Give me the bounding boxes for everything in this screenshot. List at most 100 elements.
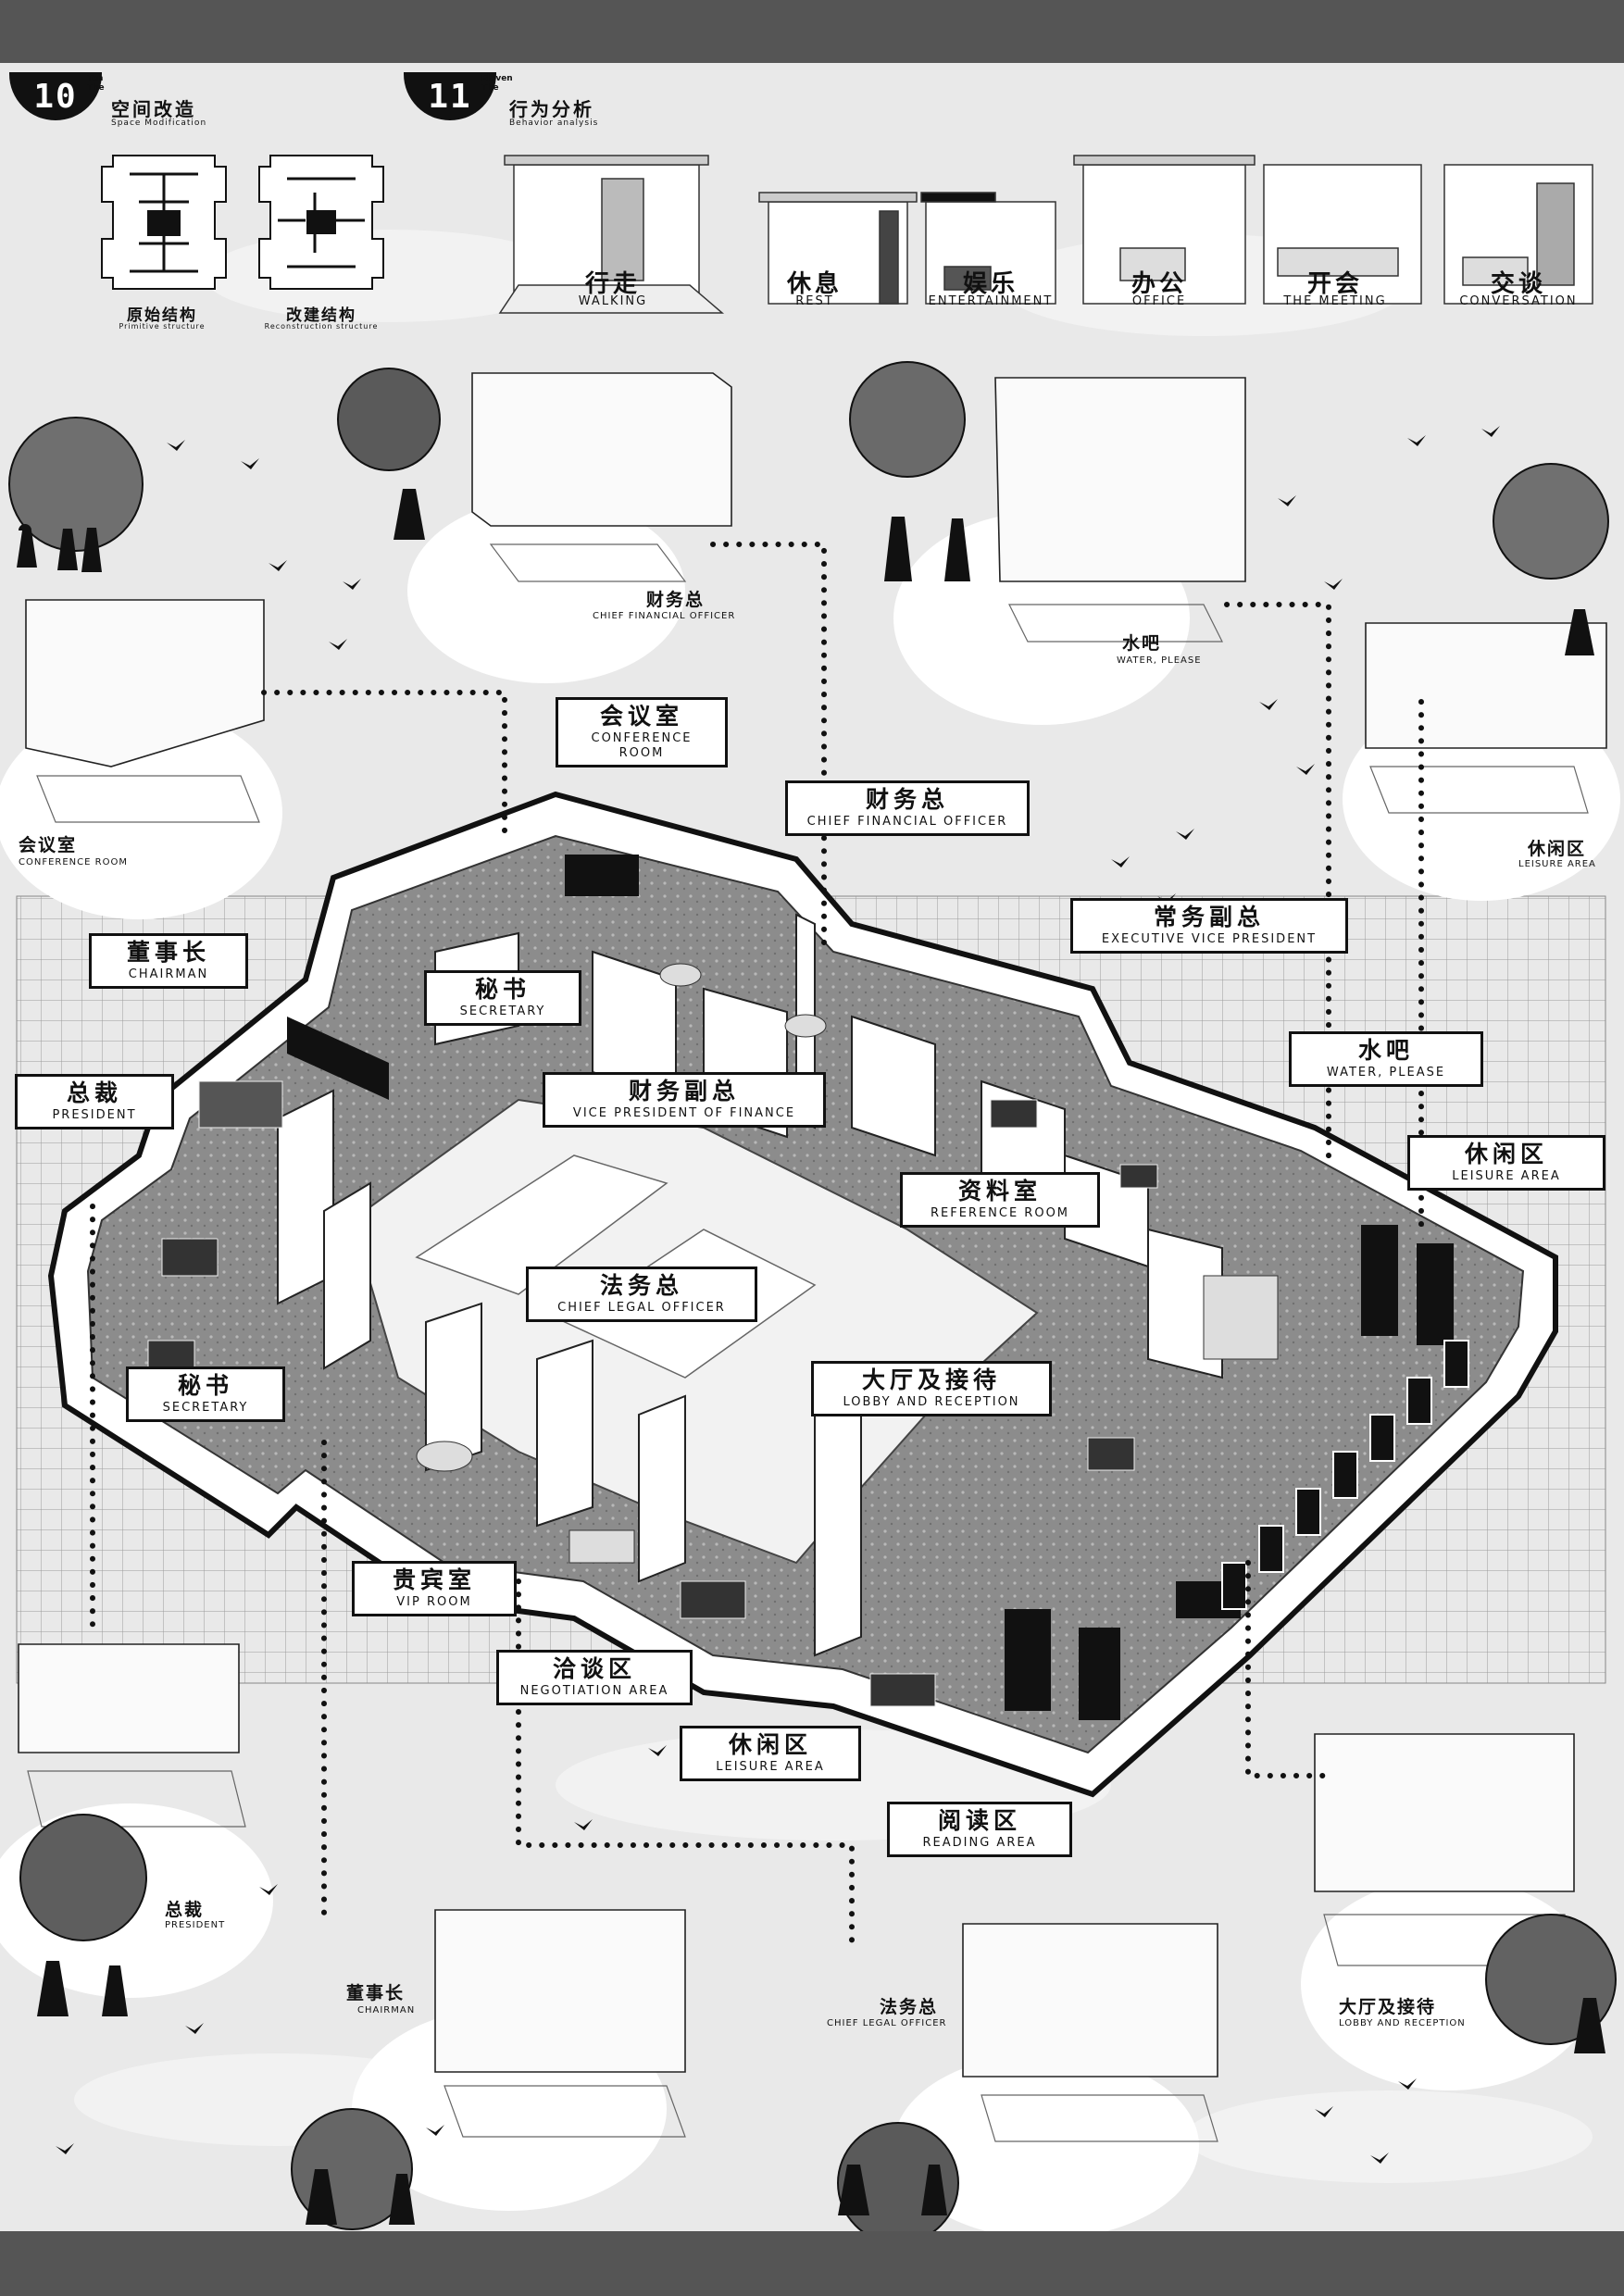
label-conference-room-cn: 会议室 bbox=[599, 703, 683, 730]
section-10-ordinal-top: Ten bbox=[87, 74, 104, 83]
label-president-cn: 总裁 bbox=[66, 1079, 122, 1106]
section-10-ordinal: Ten The bbox=[87, 74, 105, 93]
label-chief-legal-officer-cn: 法务总 bbox=[599, 1272, 683, 1299]
behavior-thumbnails bbox=[498, 155, 1593, 314]
label-water-bar: 水吧 WATER, PLEASE bbox=[1289, 1031, 1483, 1087]
label-chief-financial-officer-cn: 财务总 bbox=[865, 786, 949, 813]
vignette-lobby-subtitle: LOBBY AND RECEPTION bbox=[1339, 2018, 1466, 2028]
label-reference-room-cn: 资料室 bbox=[957, 1178, 1042, 1204]
dark-walls bbox=[287, 855, 1454, 1720]
original-structure-subtitle: Primitive structure bbox=[119, 322, 206, 331]
label-lobby-reception-en: LOBBY AND RECEPTION bbox=[843, 1395, 1020, 1409]
rebuilt-structure-subtitle: Reconstruction structure bbox=[264, 322, 379, 331]
label-lobby-reception: 大厅及接待 LOBBY AND RECEPTION bbox=[811, 1361, 1052, 1416]
behavior-office-subtitle: OFFICE bbox=[1131, 294, 1187, 308]
label-water-bar-en: WATER, PLEASE bbox=[1326, 1066, 1446, 1079]
label-leisure-area-bottom-cn: 休闲区 bbox=[728, 1731, 812, 1758]
section-11-title: 行为分析 bbox=[509, 98, 594, 120]
label-reading-area: 阅读区 READING AREA bbox=[887, 1802, 1072, 1857]
vignette-leisure-subtitle: LEISURE AREA bbox=[1518, 859, 1596, 869]
label-chief-legal-officer-en: CHIEF LEGAL OFFICER bbox=[557, 1301, 726, 1315]
label-secretary-left-en: SECRETARY bbox=[162, 1401, 249, 1415]
label-vip-room: 贵宾室 VIP ROOM bbox=[352, 1561, 517, 1616]
behavior-entertainment-subtitle: ENTERTAINMENT bbox=[928, 294, 1054, 308]
vignette-conference-title: 会议室 bbox=[19, 835, 78, 855]
label-secretary-top-en: SECRETARY bbox=[459, 1004, 546, 1018]
behavior-rest-title: 休息 bbox=[786, 270, 843, 298]
label-conference-room-en: CONFERENCE ROOM bbox=[591, 731, 693, 760]
label-negotiation-area-en: NEGOTIATION AREA bbox=[519, 1684, 669, 1698]
poster: 10 Ten The 空间改造 Space Modification 11 El… bbox=[0, 63, 1624, 2231]
label-negotiation-area-cn: 洽谈区 bbox=[552, 1655, 636, 1682]
label-secretary-left: 秘书 SECRETARY bbox=[126, 1366, 285, 1422]
vignette-water-title: 水吧 bbox=[1122, 633, 1162, 654]
behavior-meeting-title: 开会 bbox=[1306, 270, 1363, 298]
vignette-conference-subtitle: CONFERENCE ROOM bbox=[19, 857, 128, 867]
label-chief-legal-officer: 法务总 CHIEF LEGAL OFFICER bbox=[526, 1267, 757, 1322]
label-vice-president-finance: 财务副总 VICE PRESIDENT OF FINANCE bbox=[543, 1072, 826, 1128]
reconstruction-structure-plan bbox=[258, 155, 384, 290]
label-leisure-area-bottom: 休闲区 LEISURE AREA bbox=[680, 1726, 861, 1781]
label-vice-president-finance-en: VICE PRESIDENT OF FINANCE bbox=[572, 1106, 796, 1120]
label-chairman-cn: 董事长 bbox=[126, 939, 210, 966]
vignette-chairman-title: 董事长 bbox=[346, 1983, 406, 2003]
vignette-cfo-subtitle: CHIEF FINANCIAL OFFICER bbox=[593, 611, 736, 621]
label-leisure-area-right-cn: 休闲区 bbox=[1464, 1141, 1548, 1167]
section-10-ordinal-bottom: The bbox=[87, 83, 105, 93]
vignette-water-subtitle: WATER, PLEASE bbox=[1117, 655, 1202, 666]
label-executive-vice-president: 常务副总 EXECUTIVE VICE PRESIDENT bbox=[1070, 898, 1348, 954]
behavior-walking-subtitle: WALKING bbox=[578, 294, 648, 308]
section-11-subtitle: Behavior analysis bbox=[509, 119, 599, 128]
label-reference-room: 资料室 REFERENCE ROOM bbox=[900, 1172, 1100, 1228]
label-leisure-area-bottom-en: LEISURE AREA bbox=[716, 1760, 825, 1774]
behavior-meeting-subtitle: THE MEETING bbox=[1283, 294, 1387, 308]
label-lobby-reception-cn: 大厅及接待 bbox=[861, 1366, 1001, 1393]
vignette-president-title: 总裁 bbox=[165, 1900, 205, 1920]
label-vip-room-en: VIP ROOM bbox=[396, 1595, 472, 1609]
label-conference-room: 会议室 CONFERENCE ROOM bbox=[556, 697, 728, 767]
label-president: 总裁 PRESIDENT bbox=[15, 1074, 174, 1129]
diagram-graphics bbox=[0, 155, 1620, 2231]
behavior-office-title: 办公 bbox=[1131, 270, 1187, 298]
furniture bbox=[147, 963, 1279, 1707]
people-silhouettes bbox=[17, 489, 1605, 2225]
vignette-rooms bbox=[18, 372, 1607, 2078]
label-secretary-top: 秘书 SECRETARY bbox=[424, 970, 581, 1026]
original-structure-title: 原始结构 bbox=[127, 306, 197, 325]
behavior-conversation-title: 交谈 bbox=[1490, 270, 1546, 298]
label-reading-area-cn: 阅读区 bbox=[937, 1807, 1021, 1834]
behavior-rest-subtitle: REST bbox=[795, 294, 834, 308]
section-11-ordinal-top: Eleven bbox=[481, 74, 513, 83]
vignette-chairman-subtitle: CHAIRMAN bbox=[357, 2005, 416, 2015]
label-chairman-en: CHAIRMAN bbox=[128, 967, 209, 981]
vignette-legal-title: 法务总 bbox=[880, 1997, 939, 2017]
label-leisure-area-right: 休闲区 LEISURE AREA bbox=[1407, 1135, 1605, 1191]
label-reading-area-en: READING AREA bbox=[922, 1836, 1037, 1850]
section-11-ordinal-bottom: The bbox=[481, 83, 499, 93]
label-chief-financial-officer-en: CHIEF FINANCIAL OFFICER bbox=[806, 815, 1008, 829]
vignette-president-subtitle: PRESIDENT bbox=[165, 1920, 226, 1930]
label-executive-vice-president-cn: 常务副总 bbox=[1153, 904, 1265, 930]
section-10-subtitle: Space Modification bbox=[111, 119, 207, 128]
rebuilt-structure-title: 改建结构 bbox=[286, 306, 356, 325]
vignette-lobby-title: 大厅及接待 bbox=[1339, 1997, 1437, 2017]
label-executive-vice-president-en: EXECUTIVE VICE PRESIDENT bbox=[1101, 932, 1318, 946]
label-secretary-left-cn: 秘书 bbox=[177, 1372, 233, 1399]
label-vice-president-finance-cn: 财务副总 bbox=[628, 1078, 740, 1104]
label-vip-room-cn: 贵宾室 bbox=[392, 1566, 476, 1593]
behavior-entertainment-title: 娱乐 bbox=[962, 270, 1018, 298]
label-negotiation-area: 洽谈区 NEGOTIATION AREA bbox=[496, 1650, 693, 1705]
behavior-walking-title: 行走 bbox=[584, 270, 641, 298]
vignette-leisure-title: 休闲区 bbox=[1528, 839, 1587, 859]
facade-windows bbox=[1221, 1340, 1469, 1610]
label-chief-financial-officer: 财务总 CHIEF FINANCIAL OFFICER bbox=[785, 780, 1030, 836]
section-11-ordinal: Eleven The bbox=[481, 74, 513, 93]
vignette-legal-subtitle: CHIEF LEGAL OFFICER bbox=[827, 2018, 947, 2028]
label-chairman: 董事长 CHAIRMAN bbox=[89, 933, 248, 989]
original-structure-plan bbox=[101, 155, 227, 290]
label-secretary-top-cn: 秘书 bbox=[474, 976, 531, 1003]
label-water-bar-cn: 水吧 bbox=[1357, 1037, 1414, 1064]
behavior-conversation-subtitle: CONVERSATION bbox=[1459, 294, 1578, 308]
label-president-en: PRESIDENT bbox=[52, 1108, 137, 1122]
section-10-title: 空间改造 bbox=[111, 98, 196, 120]
